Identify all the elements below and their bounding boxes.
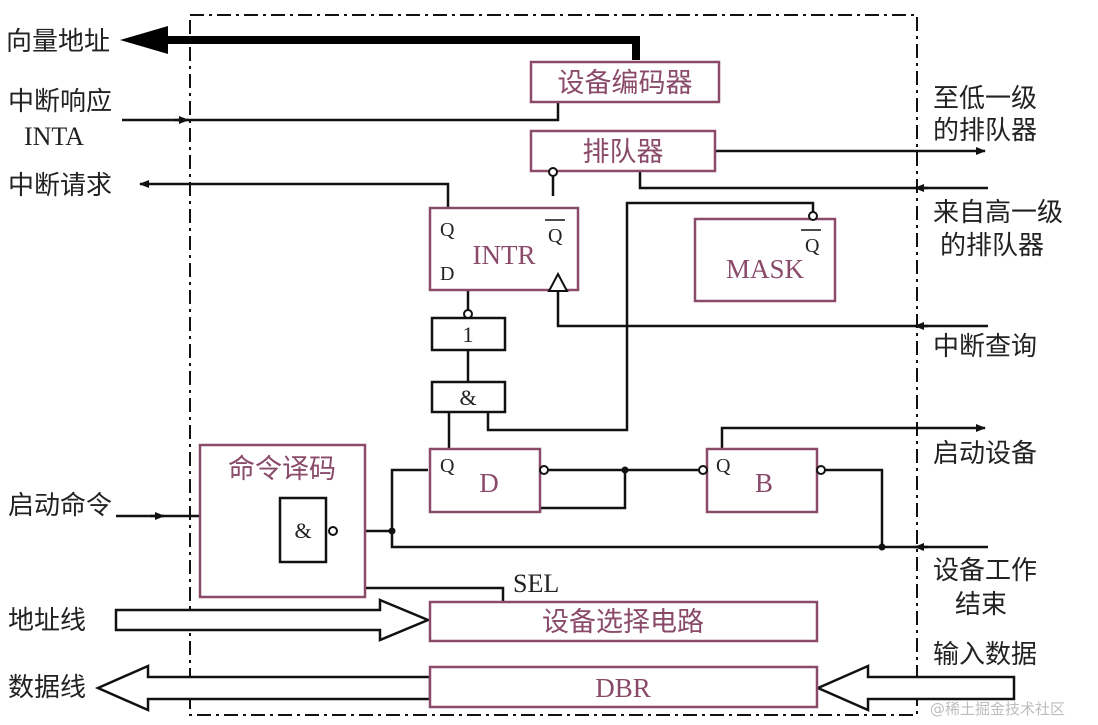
b-ff-block (705, 447, 819, 514)
int-request-label: 中断请求 (8, 171, 112, 201)
select-label: 设备选择电路 (542, 607, 704, 638)
inta-label: INTA (24, 122, 84, 151)
address-bus-label: 地址线 (8, 606, 86, 636)
junction-dot (388, 527, 396, 535)
input-data-arrow (814, 664, 1016, 712)
not-gate-label: 1 (463, 322, 474, 347)
b-ff-label: B (755, 468, 773, 498)
junction-dot (621, 466, 629, 474)
d-ff-label: D (479, 468, 499, 498)
intr-label: INTR (473, 240, 536, 270)
b-qbar-bubble (816, 465, 826, 475)
dbr-block (428, 665, 819, 709)
vector-address-wire (165, 36, 640, 60)
and-gate-cmd (278, 496, 328, 564)
intr-block (428, 206, 580, 292)
start-device-label: 启动设备 (933, 439, 1037, 469)
d-q-pin: Q (440, 455, 455, 477)
encoder-block (529, 60, 721, 104)
address-bus-arrow (114, 598, 432, 642)
mask-block (693, 217, 837, 303)
intr-clock-triangle (547, 271, 569, 292)
d-ff-block (428, 447, 542, 514)
int-response-label: 中断响应 (8, 87, 112, 117)
vector-address-label: 向量地址 (6, 27, 110, 57)
queue-label: 排队器 (583, 137, 664, 168)
mask-bubble (808, 211, 818, 221)
interface-boundary (189, 14, 918, 716)
intr-q-pin: Q (440, 219, 455, 241)
b-out-wire (823, 468, 884, 547)
start-device-wire (720, 424, 986, 449)
b-clk-bubble (698, 465, 708, 475)
d-qbar-bubble (539, 465, 549, 475)
vector-address-arrowhead (120, 26, 168, 54)
mask-label: MASK (726, 254, 805, 284)
b-q-pin: Q (716, 455, 731, 477)
to-lower-label-1: 至低一级 (933, 84, 1037, 114)
watermark: @稀土掘金技术社区 (930, 700, 1065, 718)
encoder-label: 设备编码器 (558, 68, 693, 99)
junction-dot (878, 543, 886, 551)
and-gate-cmd-label: & (294, 518, 311, 543)
intr-d-pin: D (440, 263, 454, 285)
queue-block (529, 129, 717, 173)
select-block (428, 600, 819, 643)
int-query-wire (556, 291, 988, 328)
device-done-wire (390, 468, 988, 549)
from-higher-label-1: 来自高一级 (933, 198, 1063, 228)
start-command-label: 启动命令 (8, 491, 112, 521)
sel-label: SEL (513, 569, 559, 598)
cmd-decode-label: 命令译码 (228, 454, 336, 485)
dbr-label: DBR (595, 673, 651, 703)
data-bus-label: 数据线 (8, 673, 86, 703)
and-gate-intr (430, 380, 507, 414)
mask-qbar-pin: Q (805, 235, 820, 257)
device-done-label-2: 结束 (955, 590, 1007, 620)
not-gate (430, 316, 507, 352)
qbar-bubble (548, 167, 558, 177)
and-gate-intr-label: & (459, 385, 476, 410)
d-loop-wire (538, 470, 627, 512)
device-done-label-1: 设备工作 (933, 556, 1037, 586)
to-lower-label-2: 的排队器 (933, 116, 1037, 146)
not-in-bubble (463, 309, 473, 319)
int-query-label: 中断查询 (933, 332, 1037, 362)
from-higher-label-2: 的排队器 (940, 231, 1044, 261)
from-higher-wire (638, 172, 988, 190)
inta-wire (122, 102, 560, 122)
int-request-wire (139, 180, 450, 208)
mask-and-wire (486, 201, 815, 432)
data-bus-arrow (94, 664, 432, 712)
input-data-label: 输入数据 (933, 640, 1037, 670)
and-out-bubble (328, 526, 338, 536)
intr-qbar-pin: Q (548, 225, 563, 247)
